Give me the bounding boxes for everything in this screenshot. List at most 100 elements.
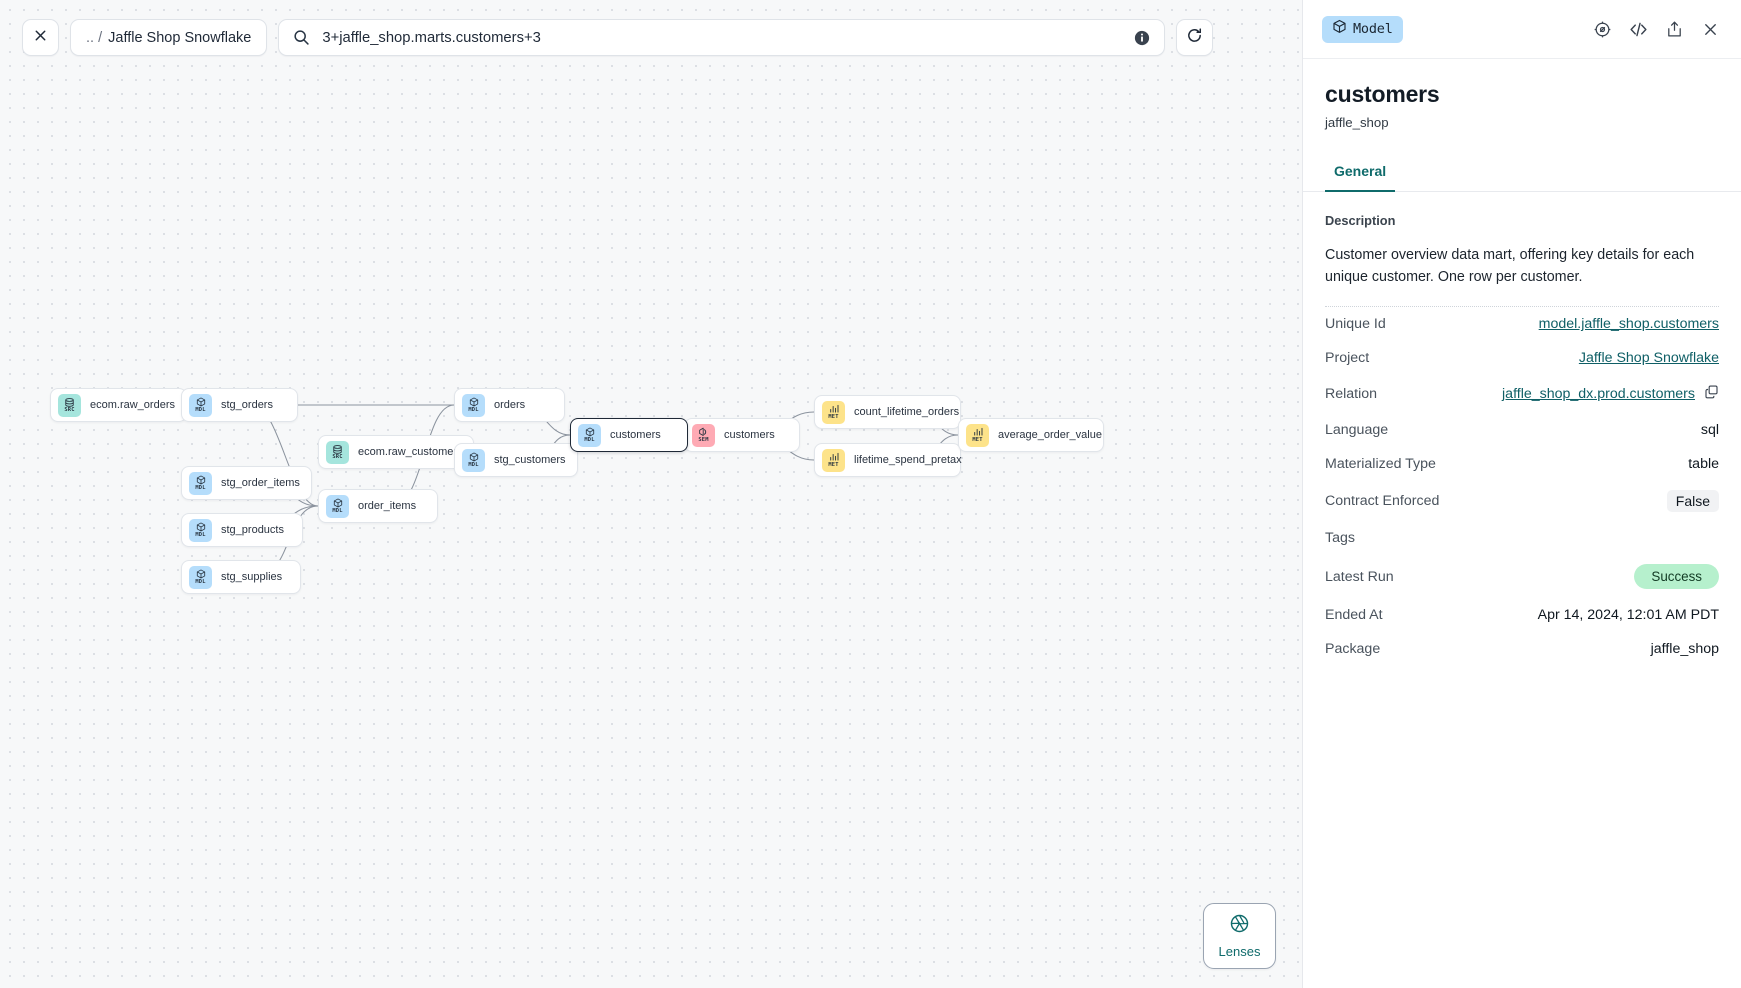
src-badge-icon: SRC bbox=[58, 393, 81, 417]
graph-node-label: stg_order_items bbox=[221, 477, 300, 489]
page-title: customers bbox=[1325, 81, 1440, 107]
info-icon[interactable] bbox=[1134, 30, 1150, 46]
panel-header: customers jaffle_shop bbox=[1303, 59, 1741, 130]
copy-icon[interactable] bbox=[1704, 384, 1719, 404]
property-value-wrap: model.jaffle_shop.customers bbox=[1539, 316, 1719, 332]
graph-node-customers_semantic[interactable]: SEM customers bbox=[684, 418, 800, 452]
graph-node-label: stg_orders bbox=[221, 399, 273, 411]
graph-node-label: customers bbox=[724, 429, 775, 441]
property-value-wrap: table bbox=[1688, 456, 1719, 472]
breadcrumb[interactable]: .. / Jaffle Shop Snowflake bbox=[70, 19, 268, 56]
graph-node-label: order_items bbox=[358, 500, 417, 512]
search-input[interactable] bbox=[320, 28, 1135, 47]
search-icon bbox=[293, 29, 310, 46]
description-text: Customer overview data mart, offering ke… bbox=[1325, 247, 1695, 286]
node-type-label: Model bbox=[1353, 21, 1393, 37]
property-value-wrap: sql bbox=[1701, 422, 1719, 438]
graph-node-ecom_raw_orders[interactable]: SRC ecom.raw_orders bbox=[50, 388, 187, 422]
graph-node-orders[interactable]: MDL orders bbox=[454, 388, 565, 422]
graph-node-customers_model[interactable]: MDL customers bbox=[570, 418, 688, 452]
mdl-badge-icon: MDL bbox=[462, 393, 485, 417]
graph-node-order_items[interactable]: MDL order_items bbox=[318, 489, 438, 523]
refresh-button[interactable] bbox=[1176, 19, 1214, 56]
graph-node-label: customers bbox=[610, 429, 661, 441]
divider bbox=[1325, 306, 1719, 308]
property-row: Ended At Apr 14, 2024, 12:01 AM PDT bbox=[1325, 598, 1719, 632]
lenses-button[interactable]: Lenses bbox=[1203, 903, 1276, 969]
property-key: Ended At bbox=[1325, 607, 1383, 624]
mdl-badge-icon: MDL bbox=[326, 494, 349, 518]
graph-node-label: count_lifetime_orders bbox=[854, 406, 960, 418]
aperture-icon bbox=[1229, 913, 1250, 939]
property-value[interactable]: Jaffle Shop Snowflake bbox=[1578, 350, 1719, 367]
panel-subtitle: jaffle_shop bbox=[1325, 115, 1389, 130]
breadcrumb-prefix: .. / bbox=[86, 29, 103, 46]
status-badge: Success bbox=[1634, 564, 1719, 590]
property-key: Relation bbox=[1325, 386, 1378, 403]
property-key: Language bbox=[1325, 422, 1389, 439]
breadcrumb-label: Jaffle Shop Snowflake bbox=[108, 29, 252, 46]
cube-icon bbox=[1332, 19, 1347, 39]
graph-node-label: ecom.raw_orders bbox=[90, 399, 175, 411]
property-value-wrap: jaffle_shop_dx.prod.customers bbox=[1502, 384, 1719, 404]
property-value-wrap: Success bbox=[1634, 564, 1719, 590]
close-button[interactable] bbox=[22, 19, 59, 56]
mdl-badge-icon: MDL bbox=[189, 471, 212, 495]
node-type-badge: Model bbox=[1322, 15, 1403, 43]
tab-general[interactable]: General bbox=[1325, 156, 1396, 192]
panel-toolbar: Model bbox=[1303, 0, 1741, 59]
mdl-badge-icon: MDL bbox=[189, 565, 212, 589]
graph-node-label: orders bbox=[494, 399, 526, 411]
mdl-badge-icon: MDL bbox=[189, 518, 212, 542]
graph-node-label: stg_customers bbox=[494, 454, 566, 466]
met-badge-icon: MET bbox=[966, 423, 989, 447]
code-icon[interactable] bbox=[1625, 16, 1651, 42]
description-label: Description bbox=[1325, 213, 1396, 228]
property-row: Relation jaffle_shop_dx.prod.customers bbox=[1325, 375, 1719, 413]
property-row: Materialized Type table bbox=[1325, 447, 1719, 481]
graph-node-label: stg_products bbox=[221, 524, 284, 536]
property-value-wrap: Apr 14, 2024, 12:01 AM PDT bbox=[1538, 607, 1719, 623]
share-icon[interactable] bbox=[1661, 16, 1687, 42]
graph-node-label: stg_supplies bbox=[221, 571, 283, 583]
sem-badge-icon: SEM bbox=[692, 423, 715, 447]
property-row: Latest Run Success bbox=[1325, 555, 1719, 598]
property-key: Project bbox=[1325, 350, 1370, 367]
property-value[interactable]: jaffle_shop_dx.prod.customers bbox=[1502, 386, 1695, 403]
property-value: jaffle_shop bbox=[1650, 641, 1719, 658]
compass-icon[interactable] bbox=[1589, 16, 1615, 42]
close-icon bbox=[33, 28, 48, 48]
mdl-badge-icon: MDL bbox=[578, 423, 601, 447]
details-panel: Model bbox=[1302, 0, 1741, 988]
property-key: Materialized Type bbox=[1325, 456, 1436, 473]
refresh-icon bbox=[1186, 27, 1203, 49]
graph-node-stg_order_items[interactable]: MDL stg_order_items bbox=[181, 466, 312, 500]
graph-node-stg_supplies[interactable]: MDL stg_supplies bbox=[181, 560, 301, 594]
panel-body: Description Customer overview data mart,… bbox=[1303, 192, 1741, 988]
close-icon[interactable] bbox=[1697, 16, 1723, 42]
panel-tabs: General bbox=[1303, 156, 1741, 192]
met-badge-icon: MET bbox=[822, 448, 845, 472]
property-value: table bbox=[1688, 456, 1719, 473]
property-key: Unique Id bbox=[1325, 316, 1386, 333]
graph-node-stg_products[interactable]: MDL stg_products bbox=[181, 513, 303, 547]
search-box[interactable] bbox=[278, 19, 1166, 56]
property-row: Tags bbox=[1325, 521, 1719, 555]
property-value: Apr 14, 2024, 12:01 AM PDT bbox=[1537, 607, 1719, 624]
property-key: Latest Run bbox=[1325, 568, 1394, 585]
property-value-wrap: Jaffle Shop Snowflake bbox=[1579, 350, 1719, 366]
lineage-canvas[interactable]: .. / Jaffle Shop Snowflake bbox=[0, 0, 1302, 988]
src-badge-icon: SRC bbox=[326, 440, 349, 464]
property-value[interactable]: model.jaffle_shop.customers bbox=[1538, 316, 1719, 333]
